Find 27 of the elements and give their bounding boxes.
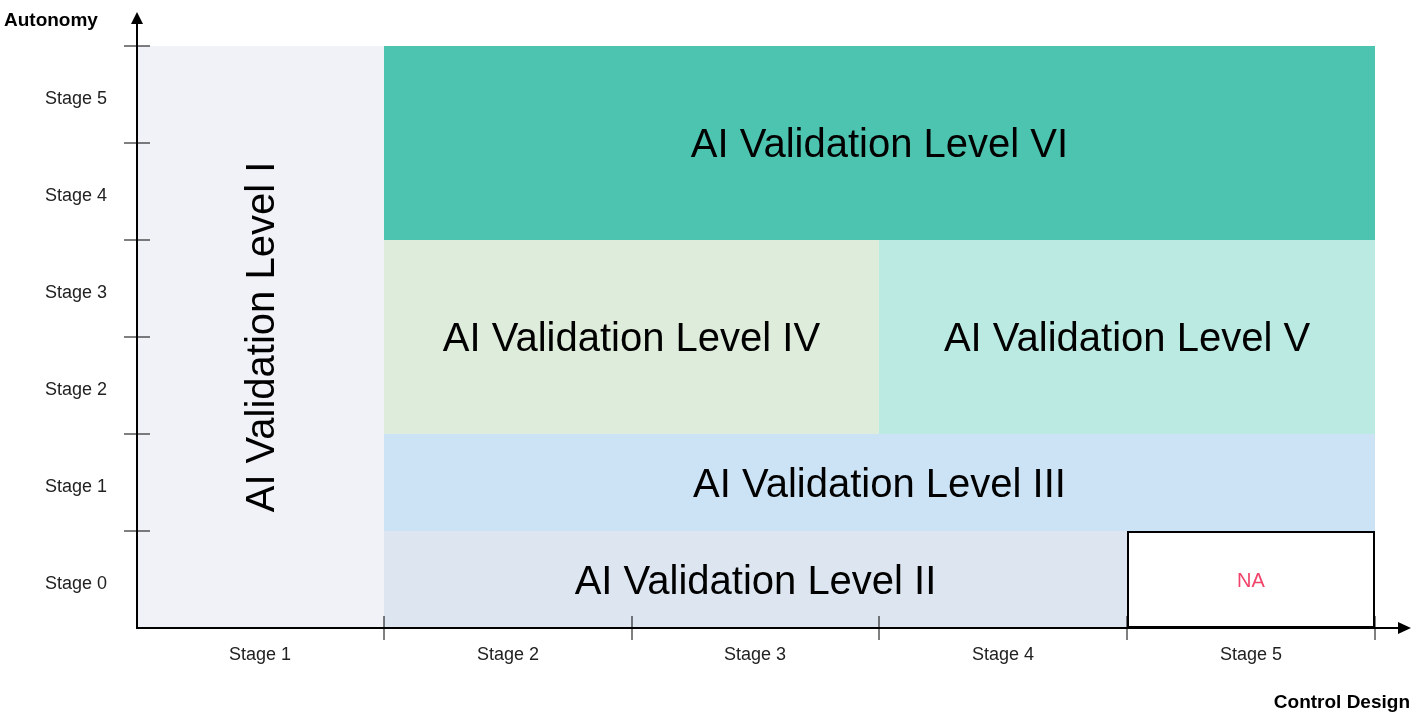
region-label: AI Validation Level III xyxy=(693,459,1066,507)
region-label: AI Validation Level VI xyxy=(690,120,1069,167)
tick-label: Stage 5 xyxy=(44,86,108,110)
tick-label: Stage 4 xyxy=(971,642,1035,666)
region-label: AI Validation Level I xyxy=(237,161,284,513)
tick-label: Stage 4 xyxy=(44,183,108,207)
tick-label: Stage 1 xyxy=(44,474,108,498)
region-label: AI Validation Level II xyxy=(574,556,937,604)
tick-label: Stage 0 xyxy=(44,571,108,595)
level-region xyxy=(384,531,1127,628)
level-region xyxy=(384,46,1375,240)
tick-label: Stage 1 xyxy=(228,642,292,666)
tick-label: Stage 2 xyxy=(44,377,108,401)
tick-label: Stage 3 xyxy=(723,642,787,666)
tick-label: Stage 5 xyxy=(1219,642,1283,666)
axis-title: Control Design xyxy=(1273,689,1410,714)
region-label: AI Validation Level V xyxy=(943,314,1311,361)
tick-label: Stage 2 xyxy=(476,642,540,666)
na-cell xyxy=(1127,531,1375,628)
level-region xyxy=(879,240,1375,434)
level-region xyxy=(384,434,1375,531)
tick-label: Stage 3 xyxy=(44,280,108,304)
axis-title: Autonomy xyxy=(4,8,98,32)
level-region xyxy=(137,46,384,628)
level-region xyxy=(384,240,879,434)
region-label: AI Validation Level IV xyxy=(442,314,821,361)
region-label: NA xyxy=(1237,567,1265,593)
